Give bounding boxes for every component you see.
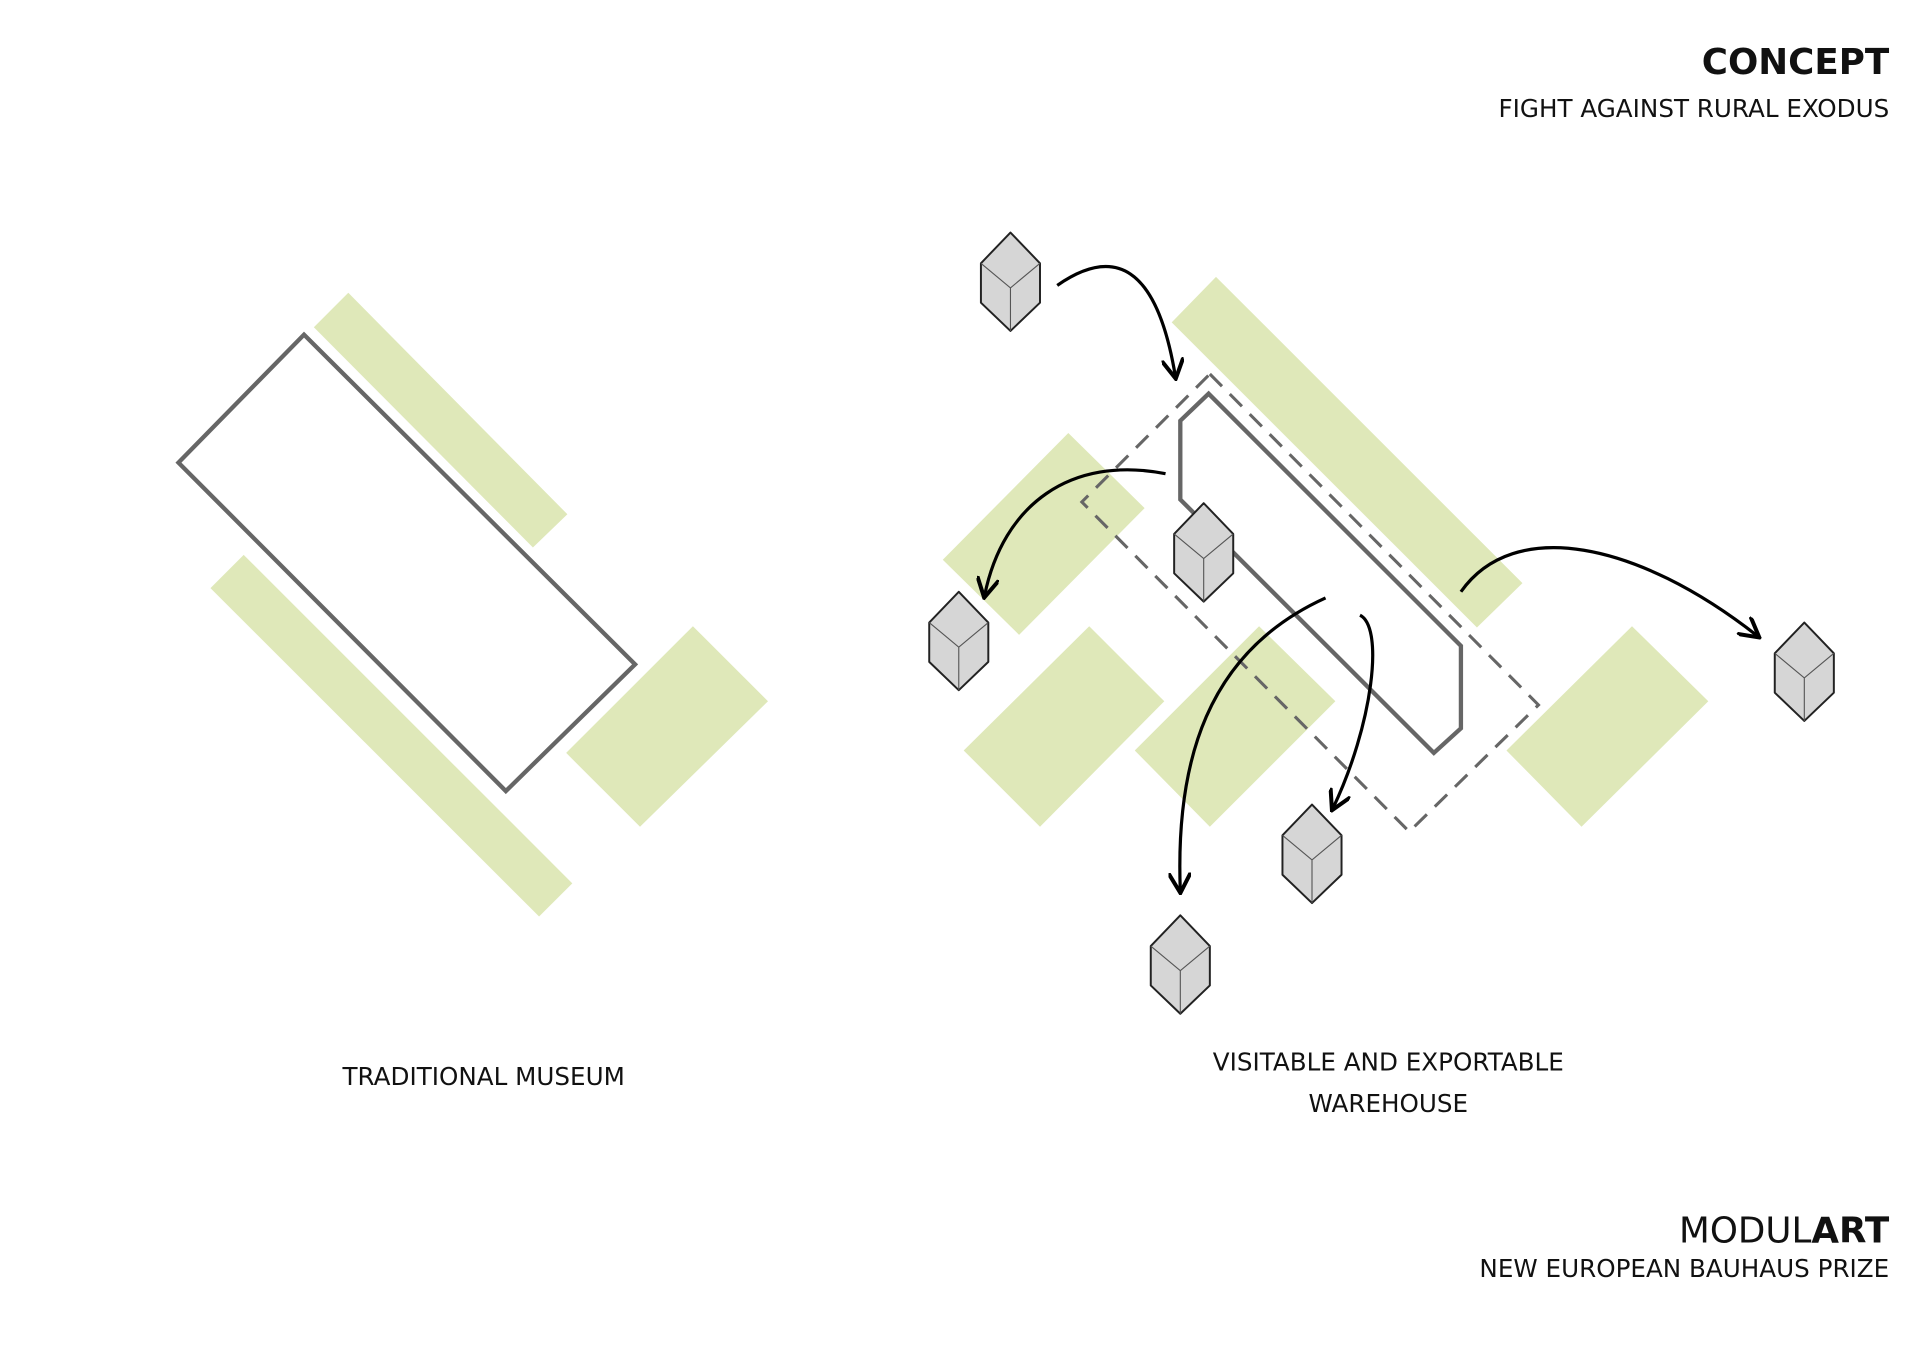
green-strip	[210, 554, 573, 917]
module-cube-icon	[979, 231, 1041, 332]
cube-edges	[1774, 652, 1835, 721]
brand-bold: ART	[1811, 1211, 1889, 1252]
module-cube-icon	[928, 590, 990, 692]
module-cube-icon	[1281, 803, 1343, 905]
page-title: CONCEPT	[1702, 42, 1890, 83]
brand-tagline: NEW EUROPEAN BAUHAUS PRIZE	[1479, 1254, 1889, 1283]
green-square	[1506, 626, 1709, 827]
brand-logo: MODULART	[1679, 1211, 1890, 1252]
traditional-museum-diagram	[175, 292, 768, 917]
cube-edges	[1150, 945, 1211, 1014]
dashed-boundary	[1079, 371, 1541, 834]
module-cube-icon	[1173, 502, 1235, 603]
arrow-out	[985, 468, 1166, 596]
module-cube-icon	[1773, 621, 1835, 722]
green-strip	[313, 292, 568, 548]
warehouse-building-outline	[1178, 390, 1464, 756]
cube-edges	[1173, 533, 1234, 602]
cube-edges	[928, 622, 989, 691]
warehouse-label-line1: VISITABLE AND EXPORTABLE	[1213, 1047, 1564, 1076]
museum-building-outline	[175, 331, 639, 795]
module-cube-icon	[1149, 914, 1211, 1015]
arrow-out	[1333, 613, 1375, 808]
green-square	[1134, 626, 1336, 827]
warehouse-label-line2: WAREHOUSE	[1309, 1089, 1469, 1118]
cube-edges	[1282, 834, 1342, 904]
arrow-out	[1459, 546, 1758, 636]
traditional-museum-label: TRADITIONAL MUSEUM	[342, 1062, 625, 1091]
green-square	[566, 626, 768, 827]
cube-edges	[980, 262, 1041, 331]
warehouse-diagram	[928, 231, 1835, 1015]
green-strip	[1171, 276, 1523, 628]
brand-light: MODUL	[1679, 1211, 1811, 1252]
page-subtitle: FIGHT AGAINST RURAL EXODUS	[1498, 94, 1889, 123]
arrow-out	[1180, 596, 1327, 891]
green-square	[963, 626, 1165, 827]
arrow-in	[1056, 264, 1175, 377]
green-square	[942, 433, 1145, 635]
